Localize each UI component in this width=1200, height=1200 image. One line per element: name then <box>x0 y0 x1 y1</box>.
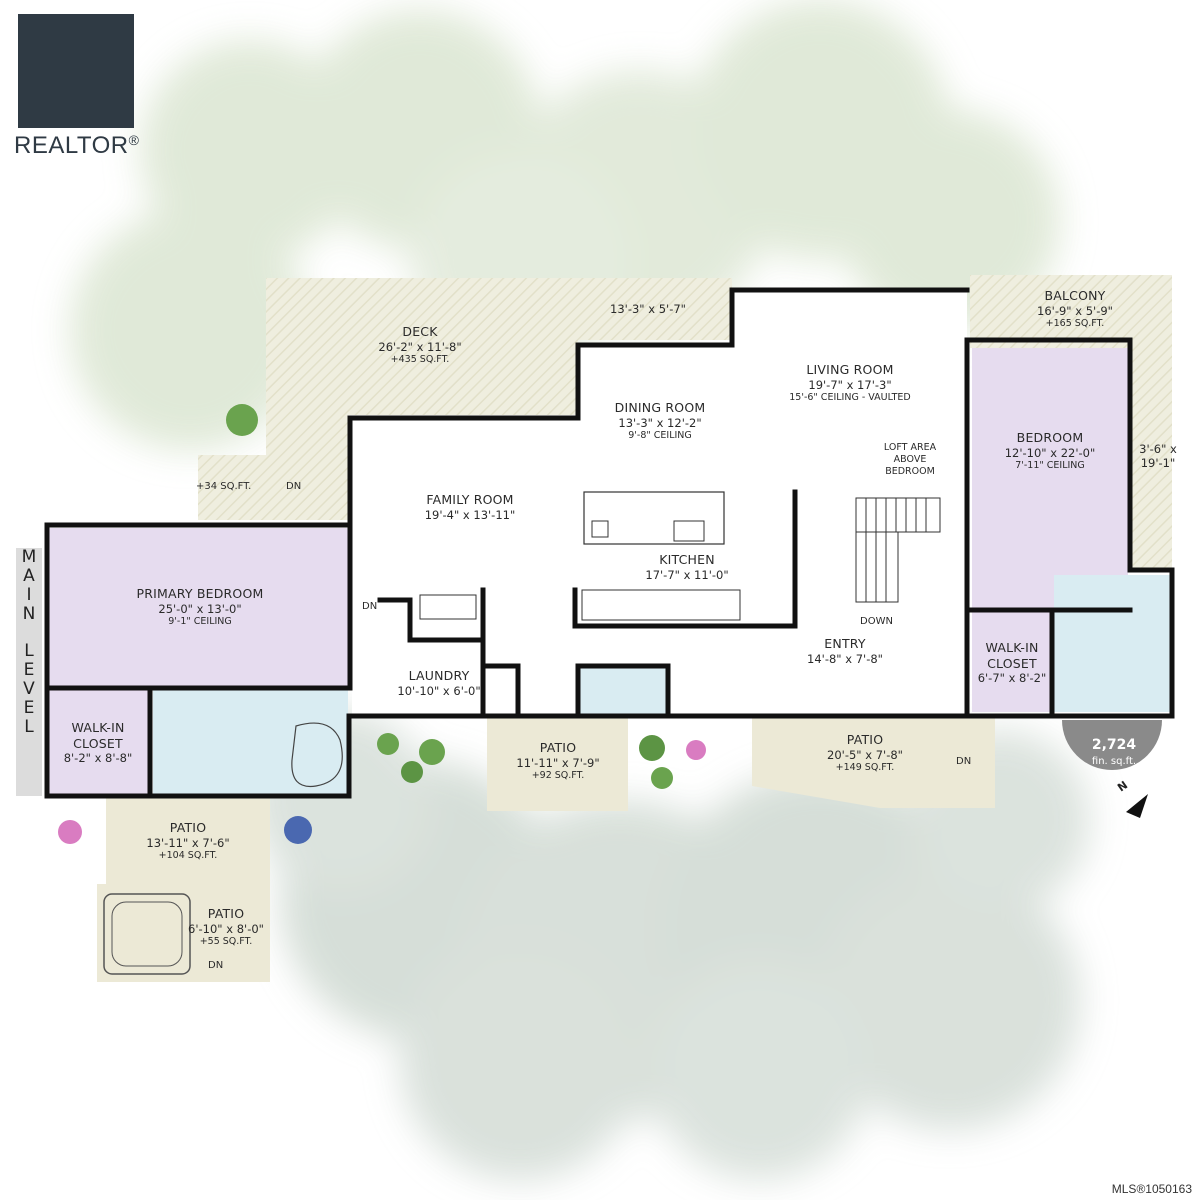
realtor-wordmark: REALTOR® <box>14 132 140 159</box>
walkin-closet-left-label: WALK-IN CLOSET 8'-2" x 8'-8" <box>63 720 133 766</box>
dn-label-deck: DN <box>286 481 302 492</box>
level-letter: L <box>24 717 34 737</box>
walls <box>44 287 1175 799</box>
level-letter: V <box>23 679 35 699</box>
family-room-label: FAMILY ROOM 19'-4" x 13'-11" <box>424 492 516 522</box>
balcony-label: BALCONY 16'-9" x 5'-9" +165 SQ.FT. <box>1037 288 1113 329</box>
mls-number: MLS®1050163 <box>1111 1182 1192 1196</box>
loft-label: LOFT AREA ABOVE BEDROOM <box>883 442 937 477</box>
area-badge-circle <box>1062 720 1162 770</box>
primary-bedroom-label: PRIMARY BEDROOM 25'-0" x 13'-0" 9'-1" CE… <box>136 586 264 627</box>
living-room-label: LIVING ROOM 19'-7" x 17'-3" 15'-6" CEILI… <box>789 362 911 403</box>
walkin-closet-right-label: WALK-IN CLOSET 6'-7" x 8'-2" <box>977 640 1047 686</box>
level-letter: I <box>26 585 32 605</box>
level-letter: L <box>24 641 34 661</box>
living-interior-fill <box>578 288 967 420</box>
down-label-stairs: DOWN <box>860 616 893 627</box>
shrubs <box>58 404 706 844</box>
deck-side-sqft-label: +34 SQ.FT. <box>196 481 252 492</box>
patio-center-label: PATIO 11'-11" x 7'-9" +92 SQ.FT. <box>516 740 600 781</box>
stairs <box>855 497 941 603</box>
balcony-side-label: 3'-6" x 19'-1" <box>1139 442 1177 471</box>
bedroom-right-fill <box>972 348 1128 610</box>
level-letter: A <box>23 566 35 586</box>
entry-label: ENTRY 14'-8" x 7'-8" <box>807 636 883 666</box>
dn-label-patio-right: DN <box>956 756 972 767</box>
north-arrow <box>1126 794 1148 818</box>
patio-left-area <box>106 796 270 884</box>
primary-bedroom-fill <box>47 528 349 686</box>
patio-center-area <box>487 718 628 811</box>
dn-label-patio-small: DN <box>208 960 224 971</box>
patio-right-area <box>752 718 995 808</box>
laundry-appliances <box>419 594 477 620</box>
soaker-tub <box>291 722 343 788</box>
level-letter: E <box>23 698 35 718</box>
powder-room-fill-2 <box>580 668 668 714</box>
realtor-r-mark <box>18 14 134 128</box>
sink <box>591 520 609 538</box>
stove <box>673 520 705 542</box>
deck-area <box>266 278 732 520</box>
area-unit: fin. sq.ft. <box>1091 756 1137 767</box>
hot-tub-inner <box>111 901 183 967</box>
ensuite-left-fill <box>153 690 348 794</box>
deck-side-area <box>198 455 266 520</box>
ensuite-right-fill <box>1054 575 1174 712</box>
patio-right-label: PATIO 20'-5" x 7'-8" +149 SQ.FT. <box>827 732 903 773</box>
level-letter: N <box>22 604 36 624</box>
dn-label-primary: DN <box>362 601 378 612</box>
patio-small-label: PATIO 6'-10" x 8'-0" +55 SQ.FT. <box>188 906 264 947</box>
walkin-right-fill <box>972 612 1052 712</box>
level-letter: M <box>21 547 37 567</box>
realtor-logo: REALTOR® <box>8 6 139 159</box>
bedroom-label: BEDROOM 12'-10" x 22'-0" 7'-11" CEILING <box>1004 430 1096 471</box>
laundry-label: LAUNDRY 10'-10" x 6'-0" <box>397 668 481 698</box>
level-letter: E <box>23 660 35 680</box>
deck-extension-label: 13'-3" x 5'-7" <box>610 302 686 316</box>
kitchen-label: KITCHEN 17'-7" x 11'-0" <box>645 552 729 582</box>
kitchen-island <box>583 491 725 545</box>
kitchen-counter <box>581 589 741 621</box>
deck-label: DECK 26'-2" x 11'-8" +435 SQ.FT. <box>378 324 462 365</box>
hot-tub <box>103 893 191 975</box>
walkin-left-fill <box>47 690 149 794</box>
area-value: 2,724 <box>1091 737 1137 753</box>
dining-room-label: DINING ROOM 13'-3" x 12'-2" 9'-8" CEILIN… <box>614 400 706 441</box>
patio-left-label: PATIO 13'-11" x 7'-6" +104 SQ.FT. <box>146 820 230 861</box>
level-tab: M A I N L E V E L <box>16 548 42 796</box>
